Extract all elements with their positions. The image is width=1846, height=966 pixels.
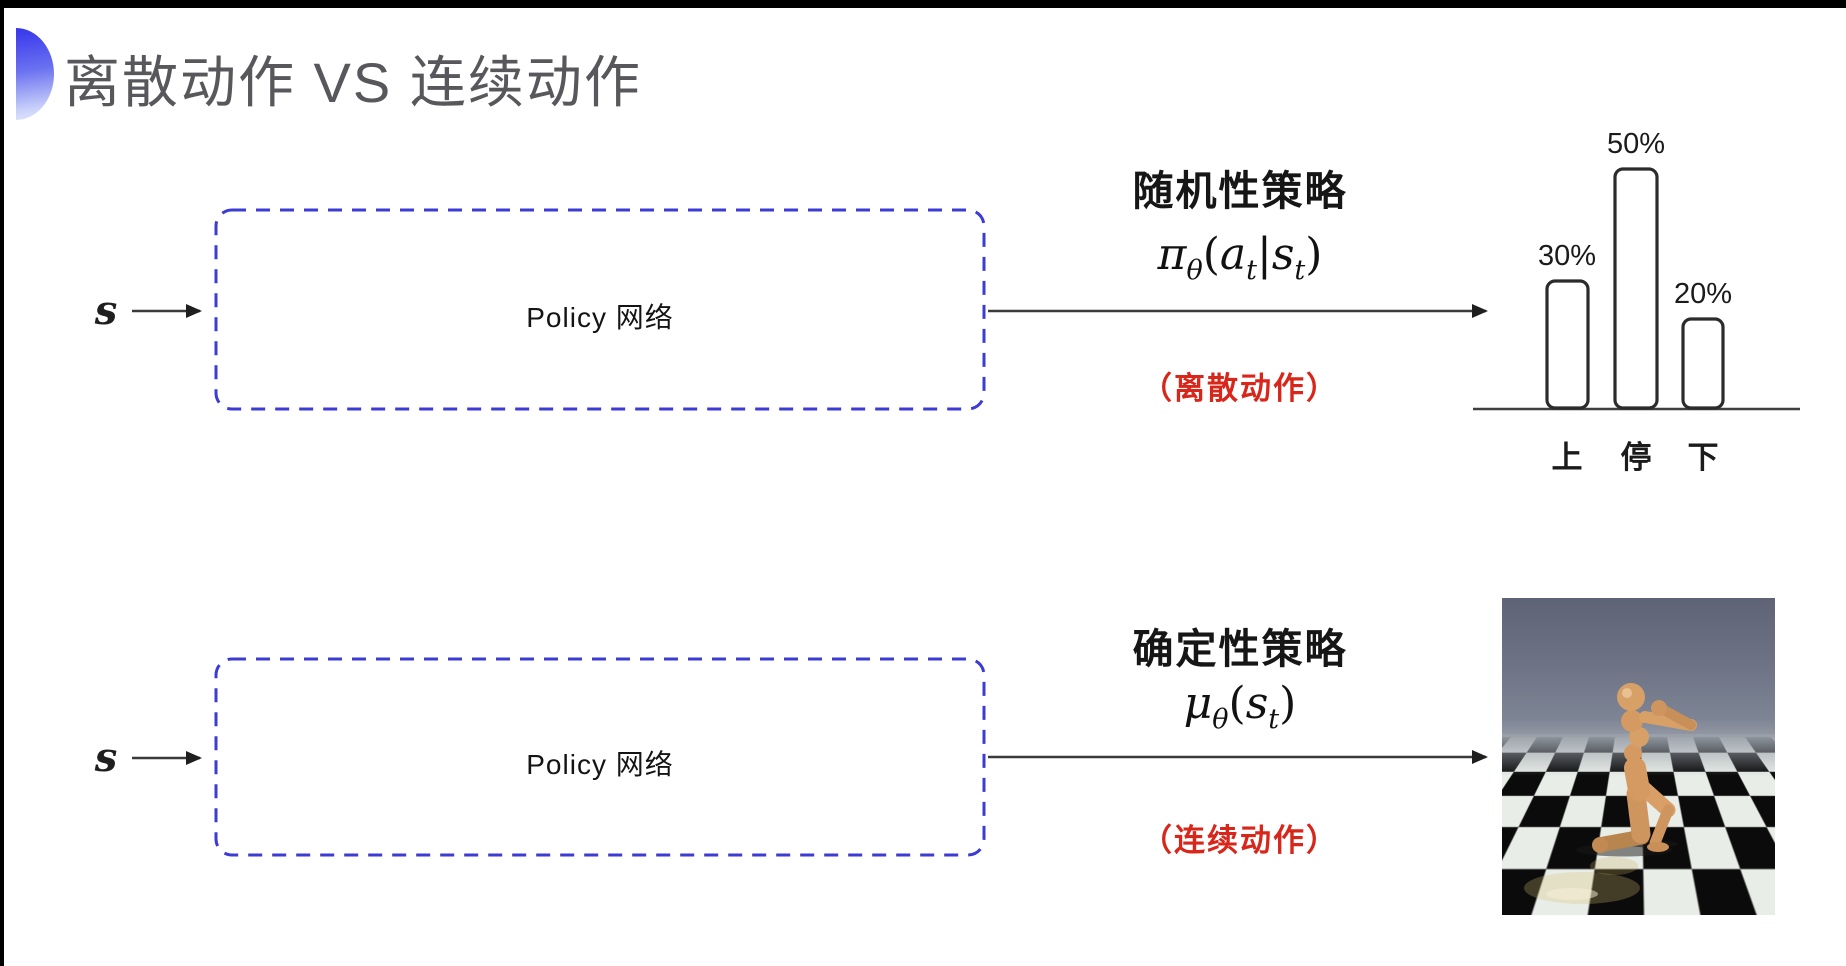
- top-policy-network-label: Policy 网络: [526, 302, 674, 333]
- bar-value-up: 30%: [1537, 240, 1597, 272]
- top-policy-network-box: [214, 208, 986, 411]
- continuous-action-note: （连续动作）: [1141, 823, 1339, 858]
- formula-state-var: s: [1271, 229, 1295, 280]
- bar-stop: [1613, 167, 1659, 410]
- bar-category-stop: 停: [1620, 440, 1652, 475]
- humanoid-simulation-image: [1502, 598, 1775, 915]
- discrete-action-note: （离散动作）: [1141, 371, 1339, 406]
- bottom-policy-network-box: [214, 657, 986, 857]
- formula-state-var2: s: [1245, 678, 1269, 729]
- formula-theta-sub: θ: [1186, 254, 1203, 286]
- bar-down: [1681, 317, 1725, 410]
- bottom-policy-network-label: Policy 网络: [526, 749, 674, 780]
- formula-close-paren2: ): [1279, 678, 1297, 729]
- page-title: 离散动作 VS 连续动作: [64, 51, 642, 114]
- humanoid-robot: [1524, 683, 1697, 904]
- floor-highlight: [1546, 888, 1598, 900]
- frame-left-edge: [0, 0, 4, 966]
- stochastic-policy-title: 随机性策略: [1132, 168, 1348, 214]
- top-state-input-label: s: [94, 287, 118, 334]
- bar-value-stop: 50%: [1606, 128, 1666, 160]
- formula-open-paren: (: [1202, 229, 1220, 280]
- formula-given-bar: |: [1257, 229, 1272, 280]
- formula-state-sub: t: [1294, 254, 1306, 286]
- formula-action-sub: t: [1246, 254, 1257, 286]
- frame-top-edge: [0, 0, 1846, 8]
- bar-category-up: 上: [1551, 440, 1583, 475]
- formula-open-paren2: (: [1228, 678, 1246, 729]
- bottom-state-input-label: s: [94, 734, 118, 781]
- formula-pi: π: [1157, 229, 1187, 280]
- robot-body: [1592, 683, 1697, 853]
- bar-category-down: 下: [1687, 440, 1719, 475]
- formula-close-paren: ): [1305, 229, 1323, 280]
- formula-mu: μ: [1183, 678, 1213, 729]
- formula-state-sub2: t: [1268, 703, 1280, 735]
- bar-value-down: 20%: [1673, 278, 1733, 310]
- formula-action-var: a: [1219, 229, 1247, 280]
- bar-up: [1545, 279, 1590, 410]
- floor-reflection-2: [1590, 857, 1638, 875]
- stochastic-policy-formula: πθ(at|st): [1040, 229, 1440, 284]
- deterministic-policy-title: 确定性策略: [1132, 626, 1348, 672]
- deterministic-policy-formula: μθ(st): [1040, 678, 1440, 733]
- formula-theta-sub2: θ: [1212, 703, 1229, 735]
